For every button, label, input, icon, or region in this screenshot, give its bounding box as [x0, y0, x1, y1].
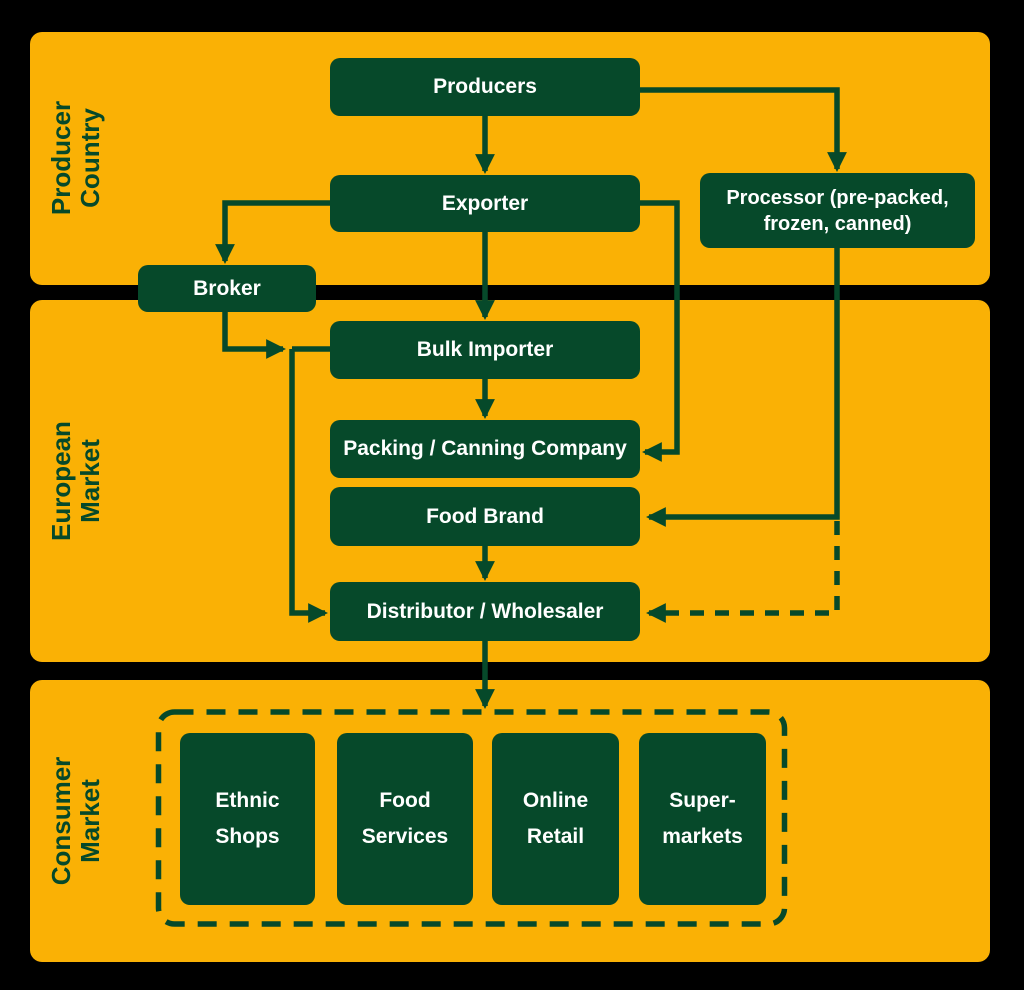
node-supermarkets: Super- markets — [639, 733, 766, 905]
node-exporter: Exporter — [330, 175, 640, 232]
label-european-line2: Market — [75, 439, 105, 523]
node-bulk-importer: Bulk Importer — [330, 321, 640, 379]
ethnic-shops-line1: Ethnic — [215, 789, 280, 813]
node-producers-label: Producers — [433, 75, 537, 99]
food-services-line1: Food — [379, 789, 431, 813]
node-packing-label: Packing / Canning Company — [343, 437, 627, 461]
node-bulk-importer-label: Bulk Importer — [416, 338, 554, 362]
label-european-line1: European — [45, 421, 76, 541]
node-processor-line2: frozen, canned) — [763, 212, 912, 235]
node-producers: Producers — [330, 58, 640, 116]
food-services-line2: Services — [361, 825, 449, 848]
online-retail-line1: Online — [522, 789, 589, 813]
node-processor-line1: Processor (pre-packed, — [726, 186, 949, 209]
node-exporter-label: Exporter — [441, 191, 529, 215]
supermarkets-line2: markets — [662, 825, 743, 848]
label-producer-line2: Country — [75, 108, 105, 208]
node-ethnic-shops: Ethnic Shops — [180, 733, 315, 905]
node-packing-canning-company: Packing / Canning Company — [330, 420, 640, 478]
supermarkets-line1: Super- — [669, 789, 736, 813]
node-broker-label: Broker — [193, 276, 261, 300]
label-producer-country: Producer Country — [34, 38, 118, 278]
ethnic-shops-line2: Shops — [215, 825, 280, 848]
label-european-market: European Market — [34, 361, 118, 601]
label-consumer-line2: Market — [75, 779, 105, 863]
label-producer-line1: Producer — [45, 100, 76, 216]
node-food-brand-label: Food Brand — [426, 504, 544, 528]
label-consumer-market: Consumer Market — [34, 701, 118, 941]
label-consumer-line1: Consumer — [45, 756, 76, 886]
node-processor: Processor (pre-packed, frozen, canned) — [700, 173, 975, 248]
node-online-retail: Online Retail — [492, 733, 619, 905]
online-retail-line2: Retail — [526, 825, 585, 848]
node-distributor-label: Distributor / Wholesaler — [366, 599, 604, 623]
node-distributor-wholesaler: Distributor / Wholesaler — [330, 582, 640, 641]
node-broker: Broker — [138, 265, 316, 312]
node-food-brand: Food Brand — [330, 487, 640, 546]
node-food-services: Food Services — [337, 733, 473, 905]
